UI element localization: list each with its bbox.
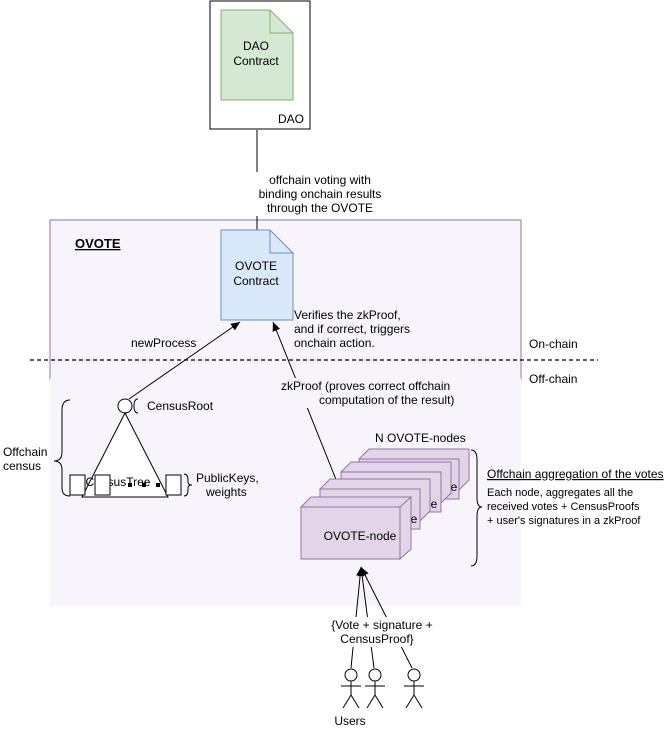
link-label-2: binding onchain results xyxy=(259,187,382,201)
census-leaves-label-1: PublicKeys, xyxy=(196,471,259,485)
aggregation-line-1: Each node, aggregates all the xyxy=(487,487,633,499)
verifies-label-2: and if correct, triggers xyxy=(294,322,410,336)
user-figure-3 xyxy=(404,668,424,709)
zkproof-label-1: zkProof (proves correct offchain xyxy=(281,379,450,393)
link-label-3: through the OVOTE xyxy=(267,201,373,215)
link-label-1: offchain voting with xyxy=(269,173,371,187)
census-leaf-last xyxy=(165,474,182,496)
ovote-node-1: OVOTE-node xyxy=(300,495,412,561)
offchain-label: Off-chain xyxy=(529,372,577,386)
census-leaves-label-2: weights xyxy=(205,485,247,499)
dao-contract-fold xyxy=(269,10,293,34)
census-leaf-dots-3 xyxy=(156,483,160,487)
ovote-contract-label-2: Contract xyxy=(233,274,279,288)
dao-contract-label-2: Contract xyxy=(233,54,279,68)
aggregation-line-2: received votes + CensusProofs xyxy=(487,501,640,513)
ovote-contract-label-1: OVOTE xyxy=(235,259,277,273)
nodes-brace xyxy=(470,449,483,567)
offchain-census-brace xyxy=(53,399,71,497)
nodes-header: N OVOTE-nodes xyxy=(375,431,466,445)
ovote-title: OVOTE xyxy=(75,236,121,251)
census-root-node xyxy=(117,398,133,414)
vote-label-2: CensusProof} xyxy=(340,632,413,646)
census-leaf-dots-1 xyxy=(128,483,132,487)
aggregation-title: Offchain aggregation of the votes xyxy=(487,467,664,481)
user-figure-1 xyxy=(341,668,361,709)
vote-label-bg xyxy=(323,617,441,647)
ovote-node-1-label: OVOTE-node xyxy=(324,529,397,543)
user-figure-2 xyxy=(365,668,385,709)
dao-ovote-link-label-bg xyxy=(256,172,382,216)
census-leaf-1 xyxy=(69,474,86,496)
verifies-label-1: Verifies the zkProof, xyxy=(294,308,401,322)
census-leaves-brace xyxy=(183,473,193,497)
users-label: Users xyxy=(334,714,365,728)
aggregation-line-3: + user's signatures in a zkProof xyxy=(487,515,641,527)
census-root-brace xyxy=(133,398,139,414)
census-root-label: CensusRoot xyxy=(147,399,214,413)
census-leaf-2 xyxy=(94,474,111,496)
dao-container-label: DAO xyxy=(278,112,304,126)
onchain-label: On-chain xyxy=(529,337,578,351)
verifies-label-3: onchain action. xyxy=(294,336,375,350)
vote-label-1: {Vote + signature + xyxy=(331,618,432,632)
census-leaf-dots-2 xyxy=(142,483,146,487)
offchain-census-label-1: Offchain xyxy=(3,445,47,459)
zkproof-label-bg xyxy=(281,378,452,408)
ovote-region-label-mask xyxy=(522,370,592,390)
offchain-census-label-2: census xyxy=(3,459,41,473)
newprocess-arrow xyxy=(128,321,241,400)
ovote-contract-fold xyxy=(269,230,293,254)
dao-contract-label-1: DAO xyxy=(243,39,269,53)
newprocess-label: newProcess xyxy=(131,336,196,350)
zkproof-arrow xyxy=(272,321,344,498)
zkproof-label-2: computation of the result) xyxy=(319,393,454,407)
